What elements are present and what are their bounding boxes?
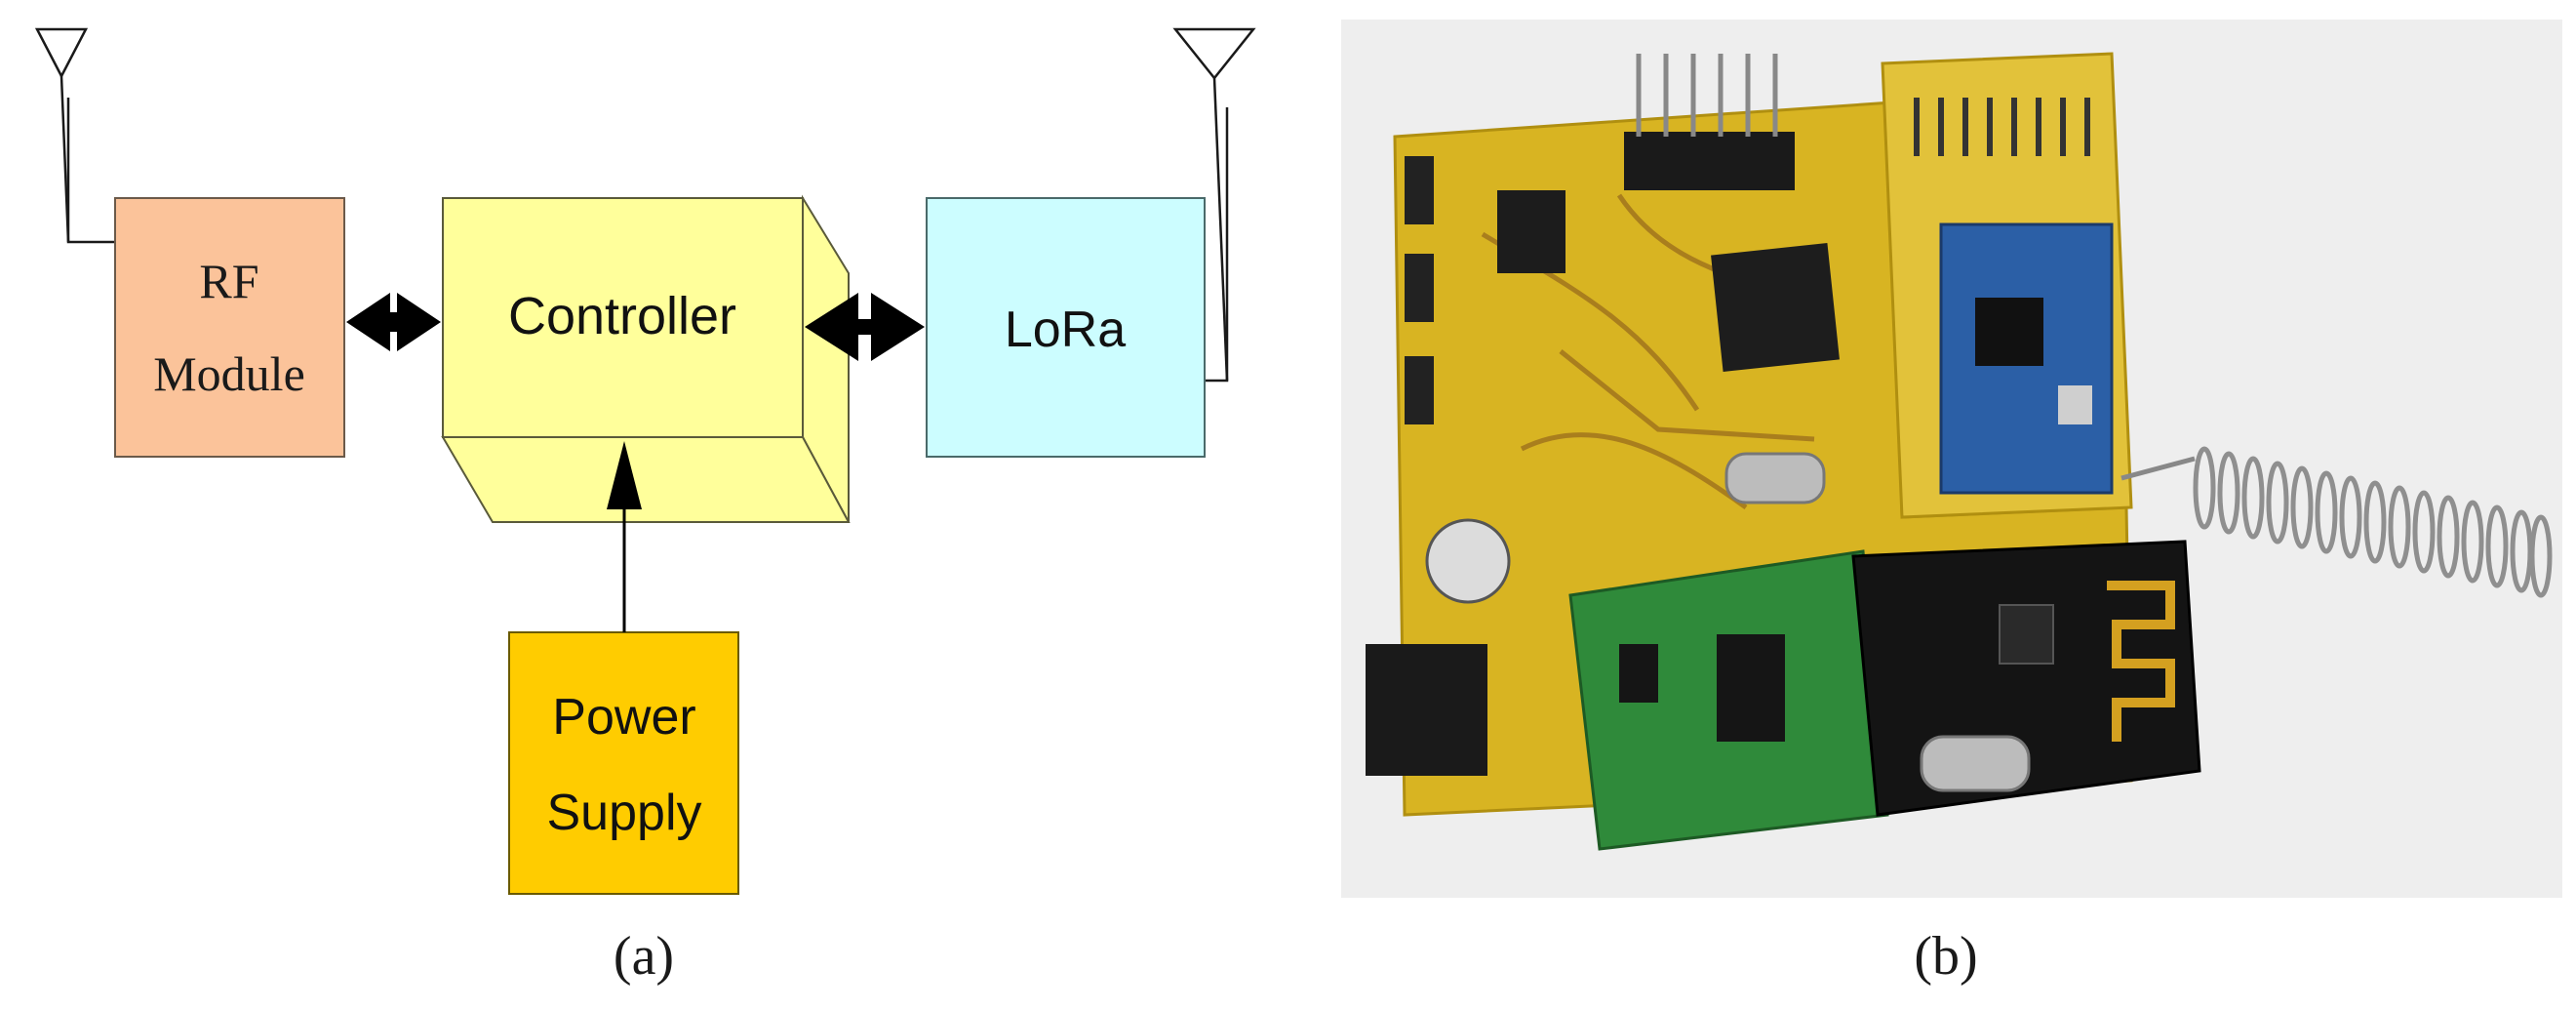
lora-label: LoRa xyxy=(1005,302,1126,358)
power-supply-label-line1: Power xyxy=(552,689,695,746)
power-supply-block: Power Supply xyxy=(508,631,739,895)
nrf-module-photo xyxy=(1851,540,2201,817)
helical-antenna-photo xyxy=(2120,446,2553,598)
power-supply-label-line2: Supply xyxy=(547,785,702,841)
rf-controller-double-arrow xyxy=(346,293,441,351)
controller-block: Controller xyxy=(441,194,851,523)
rf-module-label-line2: Module xyxy=(153,346,305,401)
controller-bottom-face xyxy=(441,436,851,523)
controller-lora-double-arrow xyxy=(805,293,925,361)
panel-b-caption: (b) xyxy=(1914,926,1977,987)
rf-module-box xyxy=(114,197,345,458)
rf-module-label-line1: RF xyxy=(199,254,258,308)
antenna-left-icon xyxy=(34,27,115,244)
controller-label: Controller xyxy=(508,287,736,345)
power-supply-box xyxy=(508,631,739,895)
controller-box xyxy=(442,197,804,438)
hardware-photo-panel: (b) xyxy=(1341,20,2562,987)
antenna-right-icon xyxy=(1172,27,1256,383)
power-controller-arrow xyxy=(607,441,642,632)
rf-module-photo xyxy=(1568,549,1889,851)
lora-module-photo xyxy=(1881,52,2133,519)
lora-box xyxy=(926,197,1206,458)
panel-a-caption: (a) xyxy=(614,926,674,987)
block-diagram-panel: RF Module Controller LoRa Power Supply xyxy=(34,27,1256,987)
rf-module-block: RF Module xyxy=(114,197,345,458)
lora-block: LoRa xyxy=(926,197,1206,458)
